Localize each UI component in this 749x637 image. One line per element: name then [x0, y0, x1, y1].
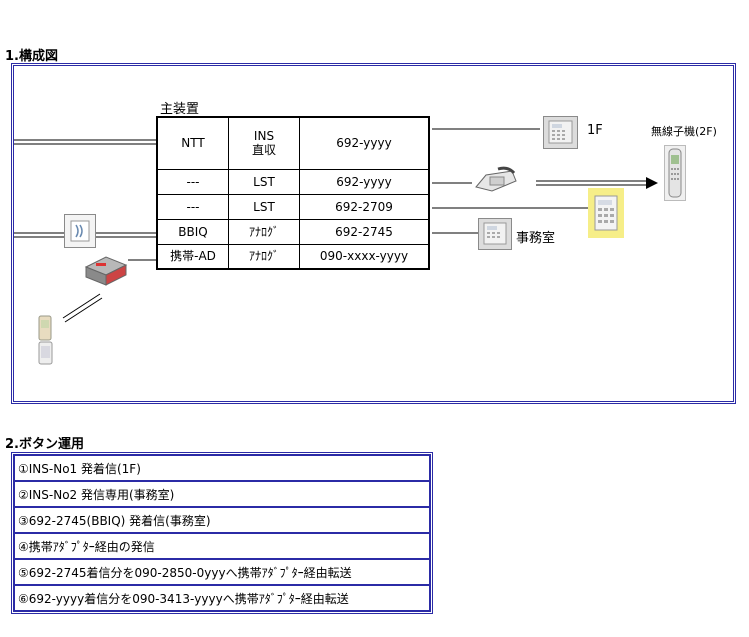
table-cell: ---	[156, 168, 229, 195]
wireless-handset-label: 無線子機(2F)	[651, 125, 717, 138]
table-row: ⑥692-yyyy着信分を090-3413-yyyyへ携帯ｱﾀﾞﾌﾟﾀｰ経由転送	[14, 585, 430, 611]
table-cell: BBIQ	[156, 218, 229, 245]
diagram-frame	[11, 63, 736, 404]
table-row: ⑤692-2745着信分を090-2850-0yyyへ携帯ｱﾀﾞﾌﾟﾀｰ経由転送	[14, 559, 430, 585]
table-cell: 692-2709	[299, 193, 430, 220]
button-usage-table: ①INS-No1 発着信(1F) ②INS-No2 発信専用(事務室) ③692…	[11, 452, 433, 614]
cellphone-icon	[36, 314, 56, 366]
table-cell: INS 直収	[228, 116, 300, 170]
button-row-5: ⑤692-2745着信分を090-2850-0yyyへ携帯ｱﾀﾞﾌﾟﾀｰ経由転送	[14, 559, 430, 585]
mobile-adapter-icon	[82, 253, 128, 287]
button-row-3: ③692-2745(BBIQ) 発着信(事務室)	[14, 507, 430, 533]
table-row: --- LST 692-2709	[156, 193, 430, 220]
office-label: 事務室	[516, 231, 556, 246]
table-cell: 692-yyyy	[299, 116, 430, 170]
button-row-1: ①INS-No1 発着信(1F)	[14, 455, 430, 481]
pbx-label: 主装置	[160, 102, 200, 117]
table-cell: 692-yyyy	[299, 168, 430, 195]
button-row-2: ②INS-No2 発信専用(事務室)	[14, 481, 430, 507]
table-row: ①INS-No1 発着信(1F)	[14, 455, 430, 481]
button-row-6: ⑥692-yyyy着信分を090-3413-yyyyへ携帯ｱﾀﾞﾌﾟﾀｰ経由転送	[14, 585, 430, 611]
table-row: --- LST 692-yyyy	[156, 168, 430, 195]
table-cell: ---	[156, 193, 229, 220]
table-row: BBIQ ｱﾅﾛｸﾞ 692-2745	[156, 218, 430, 245]
table-row: 携帯-AD ｱﾅﾛｸﾞ 090-xxxx-yyyy	[156, 243, 430, 270]
table-row: NTT INS 直収 692-yyyy	[156, 116, 430, 170]
section2-title: 2.ボタン運用	[5, 437, 84, 452]
desk-phone-office-icon	[478, 218, 512, 250]
table-cell: ｱﾅﾛｸﾞ	[228, 218, 300, 245]
table-cell: LST	[228, 168, 300, 195]
table-row: ②INS-No2 発信専用(事務室)	[14, 481, 430, 507]
desk-phone-1f-icon	[543, 116, 578, 149]
floor1-label: 1F	[587, 123, 603, 138]
wireless-handset-icon	[664, 145, 686, 201]
cordless-phone-icon	[472, 165, 520, 193]
table-row: ④携帯ｱﾀﾞﾌﾟﾀｰ経由の発信	[14, 533, 430, 559]
section1-title: 1.構成図	[5, 49, 58, 64]
table-cell: 携帯-AD	[156, 243, 229, 270]
table-cell: NTT	[156, 116, 229, 170]
table-cell: ｱﾅﾛｸﾞ	[228, 243, 300, 270]
wireless-base-icon	[588, 188, 624, 238]
table-cell: 692-2745	[299, 218, 430, 245]
pbx-table: NTT INS 直収 692-yyyy --- LST 692-yyyy ---…	[156, 116, 430, 270]
table-cell: LST	[228, 193, 300, 220]
table-cell: 090-xxxx-yyyy	[299, 243, 430, 270]
table-row: ③692-2745(BBIQ) 発着信(事務室)	[14, 507, 430, 533]
button-row-4: ④携帯ｱﾀﾞﾌﾟﾀｰ経由の発信	[14, 533, 430, 559]
wall-terminal-icon	[64, 214, 96, 248]
